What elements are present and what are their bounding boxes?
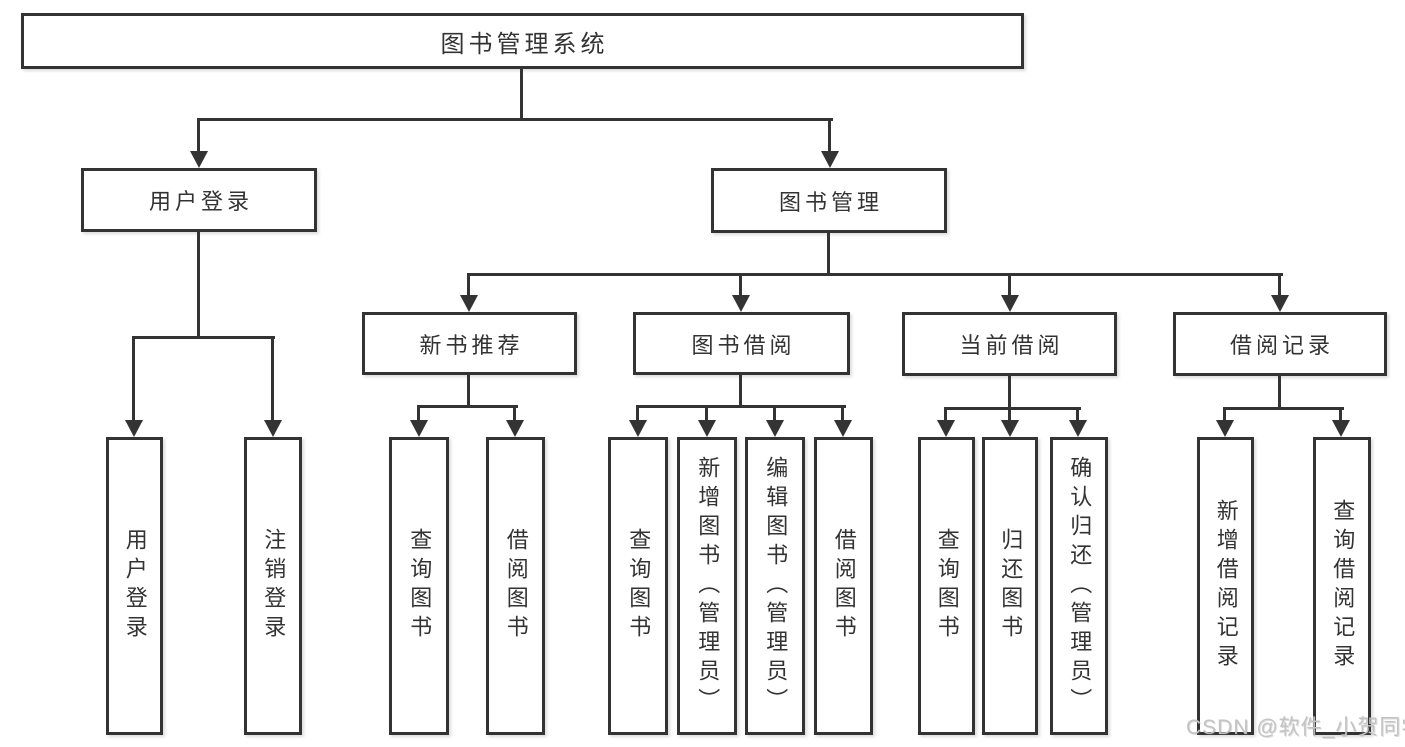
connector-drop-current-borrow (1008, 273, 1011, 297)
connector-drop-book-management (828, 118, 831, 155)
arrow-down-icon (460, 295, 478, 312)
connector-drop-logout (271, 336, 274, 422)
leaf-query-borrow-record: 查询借阅记录 (1313, 437, 1371, 735)
leaf-label: 查询图书 (407, 528, 433, 644)
arrow-down-icon (1271, 295, 1289, 312)
leaf-label: 查询图书 (626, 528, 652, 644)
connector-drop (773, 405, 776, 423)
node-label: 用户登录 (148, 189, 253, 214)
arrow-down-icon (834, 420, 852, 437)
connector-book-borrow-bar (636, 405, 846, 408)
arrow-down-icon (264, 420, 282, 437)
leaf-borrow-books-borrowing: 借阅图书 (814, 437, 873, 735)
arrow-down-icon (698, 420, 716, 437)
leaf-add-borrow-record: 新增借阅记录 (1197, 437, 1254, 735)
leaf-user-login: 用户登录 (106, 437, 163, 735)
node-label: 借阅记录 (1229, 333, 1334, 358)
leaf-label: 编辑图书（管理员） (763, 455, 789, 717)
connector-drop-new-books (467, 273, 470, 297)
node-book-borrowing: 图书借阅 (633, 312, 850, 375)
leaf-label: 归还图书 (998, 528, 1024, 644)
connector-book-mgmt-stem (827, 233, 830, 273)
connector-book-borrow-stem (739, 375, 742, 405)
connector-drop (1008, 407, 1011, 423)
leaf-query-books-borrowing: 查询图书 (608, 437, 668, 735)
leaf-query-books-new-recommend: 查询图书 (389, 437, 449, 735)
connector-new-books-bar (417, 405, 518, 408)
leaf-label: 确认归还（管理员） (1067, 455, 1093, 717)
leaf-label: 新增借阅记录 (1213, 499, 1239, 673)
node-new-book-recommend: 新书推荐 (362, 312, 577, 375)
node-label: 图书管理系统 (440, 30, 609, 58)
connector-drop (513, 405, 516, 423)
leaf-add-books-admin: 新增图书（管理员） (677, 437, 737, 735)
leaf-query-books-current: 查询图书 (918, 437, 975, 735)
leaf-label: 注销登录 (261, 528, 287, 644)
connector-current-borrow-bar (944, 407, 1081, 410)
connector-user-login-stem (197, 232, 200, 336)
leaf-label: 借阅图书 (831, 528, 857, 644)
connector-drop (841, 405, 844, 423)
connector-book-mgmt-bar (467, 273, 1283, 276)
node-label: 当前借阅 (959, 333, 1064, 358)
csdn-watermark: CSDN @软件_小贺同学 (1186, 716, 1405, 739)
connector-new-books-stem (467, 375, 470, 405)
arrow-down-icon (410, 420, 428, 437)
node-user-login-branch: 用户登录 (81, 168, 317, 232)
arrow-down-icon (732, 295, 750, 312)
leaf-label: 借阅图书 (503, 528, 529, 644)
connector-drop-user-login (197, 118, 200, 155)
connector-drop (705, 405, 708, 423)
connector-root-stem (520, 69, 523, 118)
arrow-down-icon (937, 420, 955, 437)
leaf-return-books: 归还图书 (982, 437, 1038, 735)
connector-borrow-records-stem (1278, 376, 1281, 407)
connector-current-borrow-stem (1008, 376, 1011, 407)
connector-drop-borrow-records (1278, 273, 1281, 297)
connector-drop-login (132, 336, 135, 422)
arrow-down-icon (766, 420, 784, 437)
node-current-borrowing: 当前借阅 (902, 312, 1117, 376)
node-library-management-system: 图书管理系统 (21, 13, 1024, 69)
leaf-label: 查询图书 (934, 528, 960, 644)
leaf-label: 查询借阅记录 (1330, 499, 1356, 673)
node-borrow-records: 借阅记录 (1173, 312, 1387, 376)
arrow-down-icon (1001, 295, 1019, 312)
connector-drop (1223, 407, 1226, 423)
arrow-down-icon (125, 420, 143, 437)
connector-drop (1076, 407, 1079, 423)
arrow-down-icon (821, 151, 839, 168)
connector-drop (636, 405, 639, 423)
leaf-edit-books-admin: 编辑图书（管理员） (745, 437, 805, 735)
connector-drop (417, 405, 420, 423)
arrow-down-icon (506, 420, 524, 437)
leaf-borrow-books-new-recommend: 借阅图书 (486, 437, 545, 735)
connector-root-bar (198, 118, 833, 121)
node-label: 图书管理 (778, 189, 883, 215)
leaf-label: 新增图书（管理员） (695, 455, 721, 717)
arrow-down-icon (1332, 420, 1350, 437)
arrow-down-icon (190, 151, 208, 168)
arrow-down-icon (1001, 420, 1019, 437)
connector-drop (1339, 407, 1342, 423)
connector-borrow-records-bar (1223, 407, 1344, 410)
node-label: 新书推荐 (419, 332, 524, 358)
connector-drop (944, 407, 947, 423)
connector-drop-book-borrow (739, 273, 742, 297)
node-label: 图书借阅 (691, 332, 796, 358)
arrow-down-icon (1216, 420, 1234, 437)
node-book-management: 图书管理 (711, 168, 947, 233)
leaf-logout-login: 注销登录 (244, 437, 302, 735)
arrow-down-icon (629, 420, 647, 437)
leaf-label: 用户登录 (122, 528, 148, 644)
arrow-down-icon (1069, 420, 1087, 437)
leaf-confirm-return-admin: 确认归还（管理员） (1050, 437, 1108, 735)
connector-user-login-bar (132, 336, 275, 339)
